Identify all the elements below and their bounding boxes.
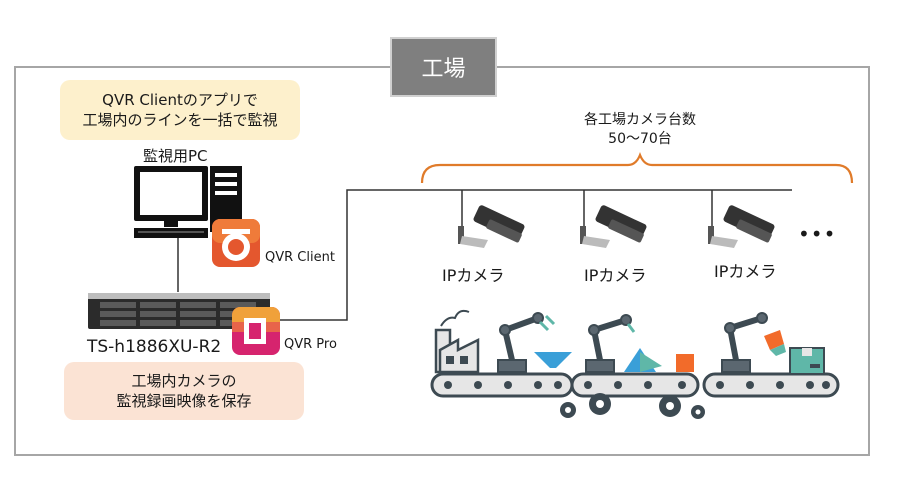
camera-count-line-1: 各工場カメラ台数 xyxy=(584,112,696,128)
conveyor-icon xyxy=(430,372,840,398)
gear-icon xyxy=(560,393,705,419)
ip-camera-icon-2 xyxy=(580,205,647,248)
nas-note-line-2: 監視録画映像を保存 xyxy=(116,392,252,410)
camera-label-3: IPカメラ xyxy=(714,262,777,281)
monitor-icon xyxy=(134,166,208,238)
network-line xyxy=(280,189,792,321)
camera-count: 各工場カメラ台数 50〜70台 xyxy=(575,111,705,149)
ip-camera-icon-1 xyxy=(458,205,525,248)
pc-label: 監視用PC xyxy=(143,147,208,165)
ip-camera-icon-3 xyxy=(708,205,775,248)
qvr-pro-label: QVR Pro xyxy=(284,337,337,352)
cube-part xyxy=(676,354,694,372)
qvr-pro-icon xyxy=(232,307,280,355)
camera-label-1: IPカメラ xyxy=(442,266,505,285)
camera-label-2: IPカメラ xyxy=(584,266,647,285)
robot-arm-icon-2 xyxy=(585,314,636,373)
robot-arm-icon-1 xyxy=(497,312,556,373)
more-cameras-indicator: ••• xyxy=(798,222,837,246)
box-icon xyxy=(789,347,825,375)
camera-group-brace xyxy=(420,152,854,184)
qvr-client-icon xyxy=(212,219,260,267)
pc-note-line-2: 工場内のラインを一括で監視 xyxy=(82,111,278,129)
robot-arm-icon-3 xyxy=(721,312,768,373)
factory-title: 工場 xyxy=(390,37,497,97)
camera-count-line-2: 50〜70台 xyxy=(608,131,672,147)
nas-note: 工場内カメラの 監視録画映像を保存 xyxy=(64,362,304,420)
pc-note-line-1: QVR Clientのアプリで xyxy=(102,91,258,109)
nas-label: TS-h1886XU-R2 xyxy=(87,337,222,357)
qvr-client-label: QVR Client xyxy=(265,250,335,265)
funnel-part xyxy=(534,352,572,368)
nas-note-line-1: 工場内カメラの xyxy=(131,372,237,390)
factory-icon xyxy=(434,309,480,374)
pc-note: QVR Clientのアプリで 工場内のラインを一括で監視 xyxy=(60,80,300,140)
factory-line-illustration xyxy=(430,309,840,419)
